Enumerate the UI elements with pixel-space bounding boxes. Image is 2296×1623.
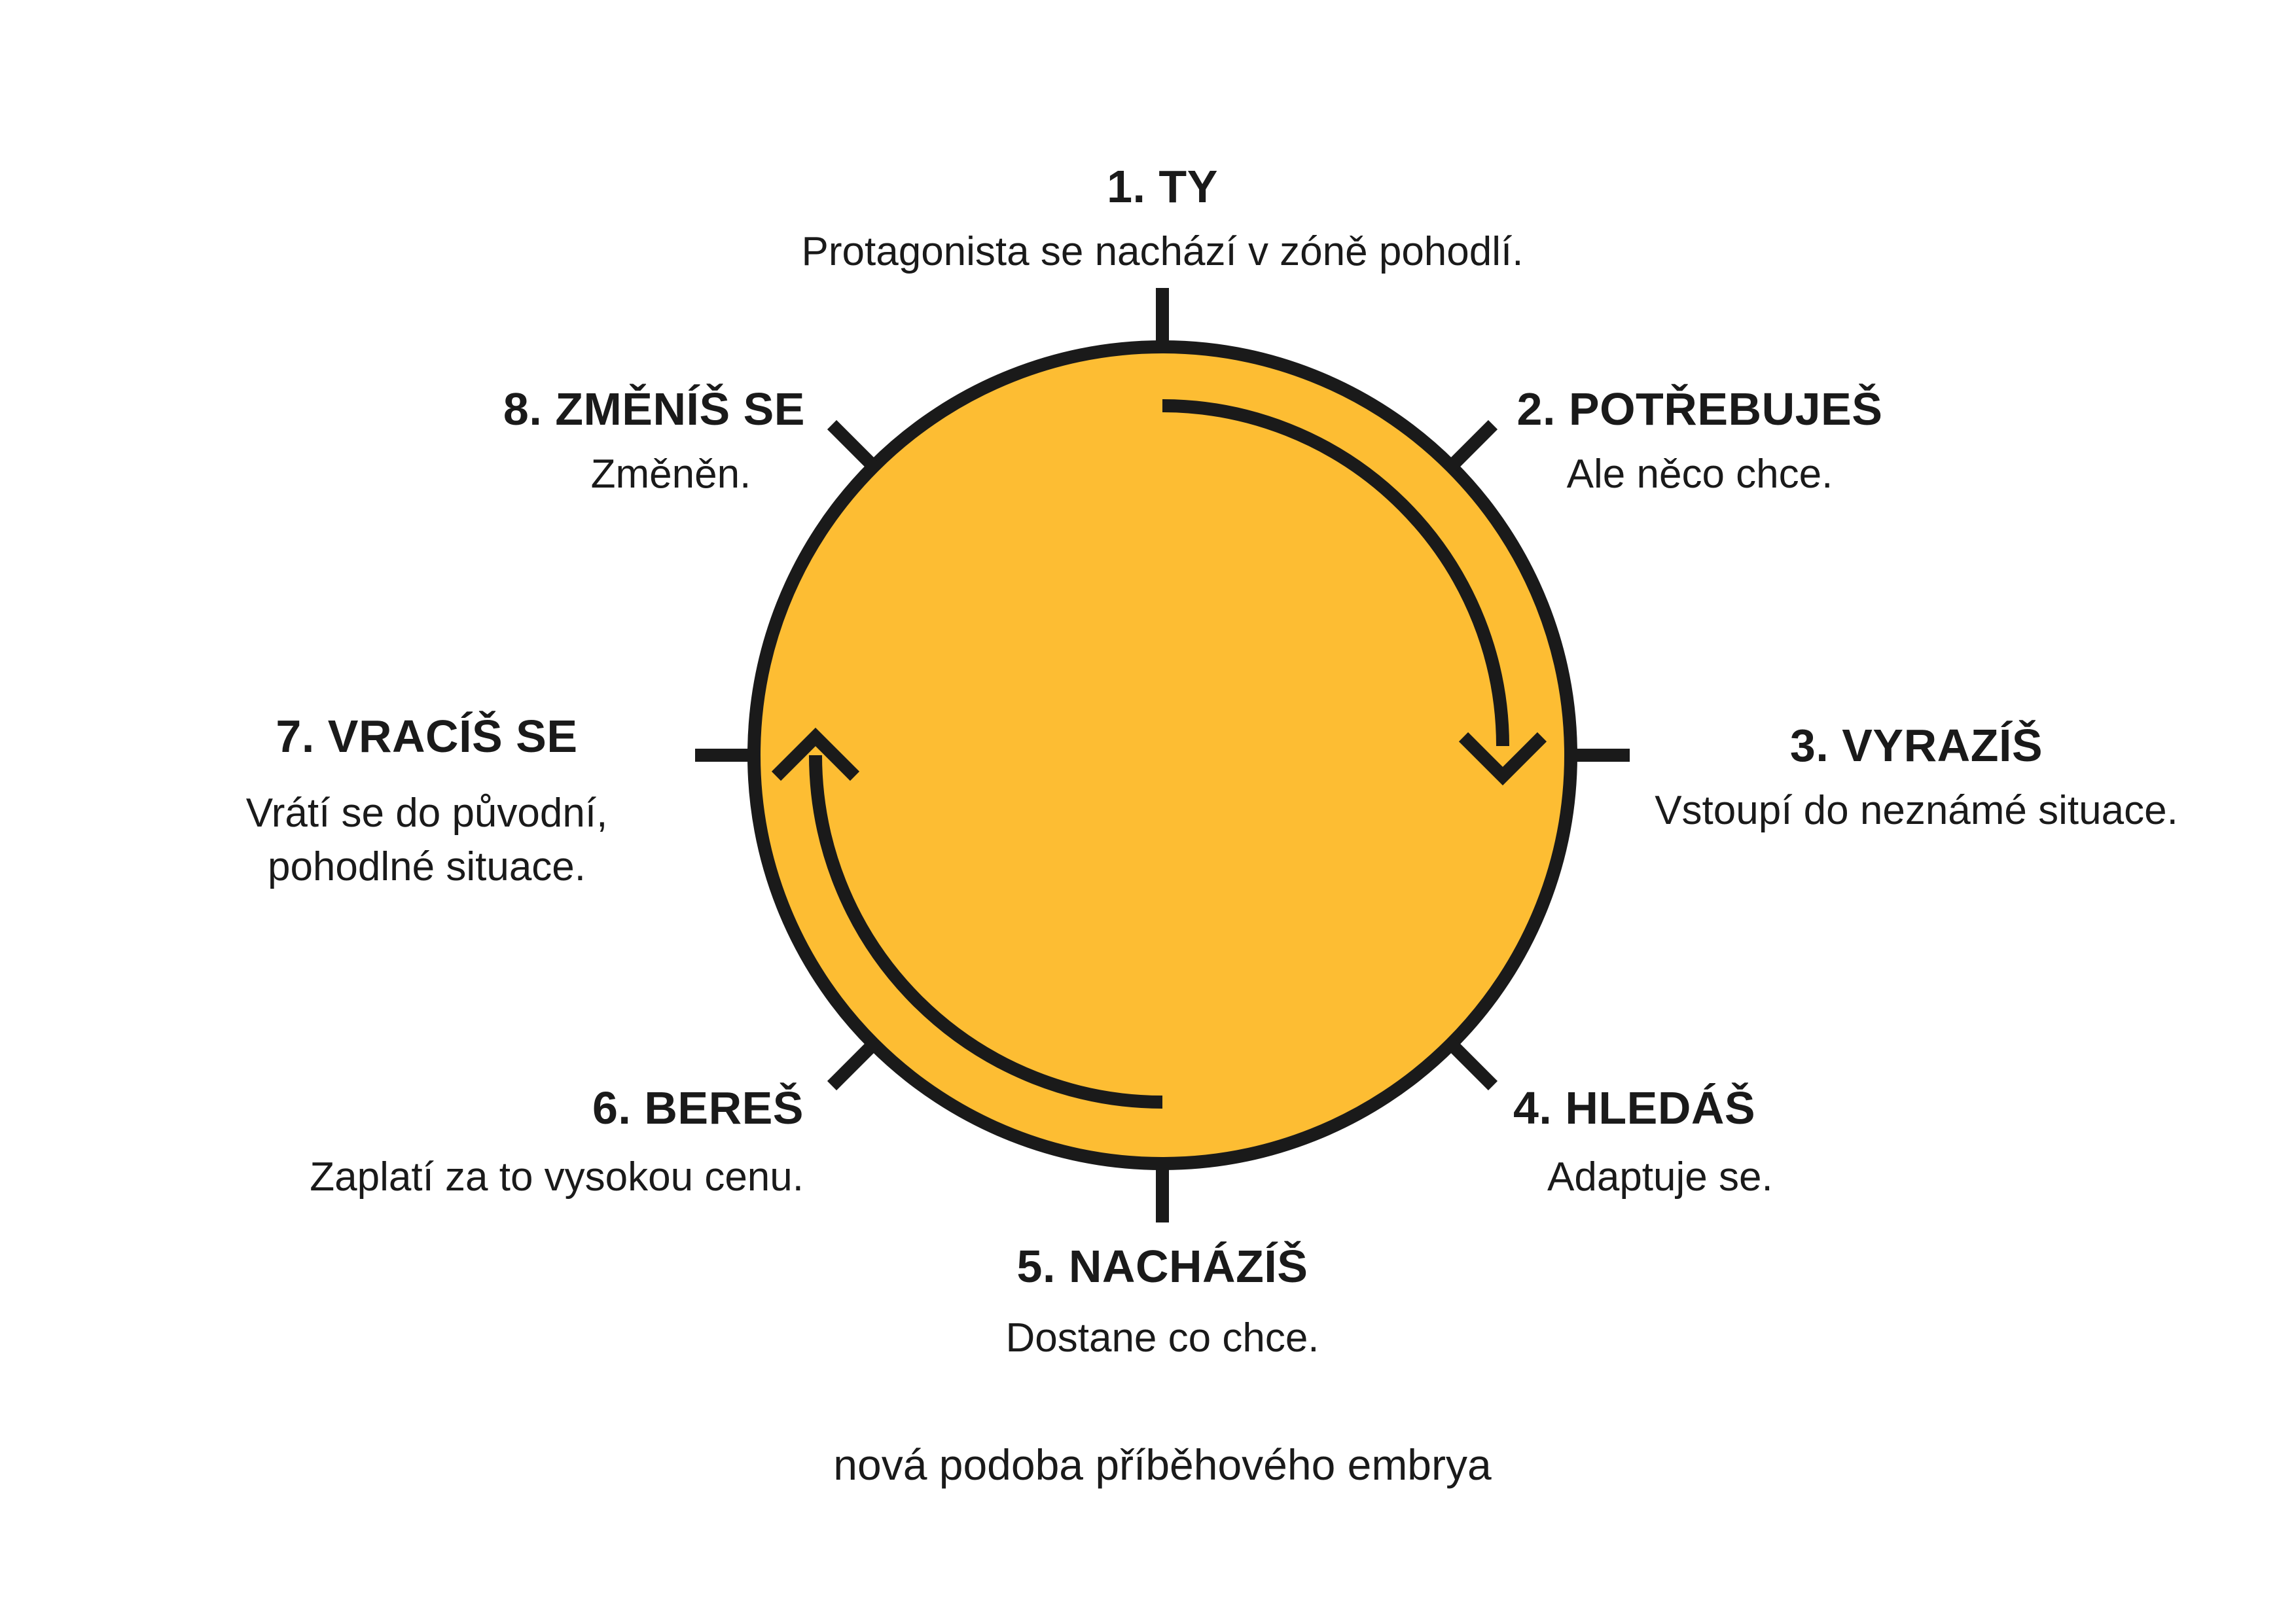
stage-6-title: 6. BEREŠ xyxy=(592,1082,804,1133)
stage-5: 5. NACHÁZÍŠ Dostane co chce. xyxy=(1005,1243,1319,1359)
stage-4-description: Adaptuje se. xyxy=(1547,1154,1773,1200)
tick-marks xyxy=(695,288,1630,1222)
stage-1-title: 1. TY xyxy=(1107,161,1218,212)
stage-6-description: Zaplatí za to vysokou cenu. xyxy=(310,1154,804,1200)
stage-2: 2. POTŘEBUJEŠ Ale něco chce. xyxy=(1517,386,1883,495)
stage-8-title: 8. ZMĚNÍŠ SE xyxy=(503,383,805,435)
stage-8-description: Změněn. xyxy=(590,452,751,497)
stage-4-title: 4. HLEDÁŠ xyxy=(1513,1082,1756,1133)
stage-1-description: Protagonista se nachází v zóně pohodlí. xyxy=(801,229,1524,274)
stage-3-title: 3. VYRAZÍŠ xyxy=(1789,720,2043,771)
stage-5-description: Dostane co chce. xyxy=(1005,1315,1319,1361)
stage-7-description-line-2: pohodlné situace. xyxy=(267,844,586,889)
tick-top-right xyxy=(1446,419,1498,472)
stage-2-title: 2. POTŘEBUJEŠ xyxy=(1516,383,1883,435)
stage-7-title: 7. VRACÍŠ SE xyxy=(276,711,578,762)
arrowhead-up-icon xyxy=(771,727,860,781)
stage-4: 4. HLEDÁŠ Adaptuje se. xyxy=(1513,1085,1773,1198)
arrowhead-down-icon xyxy=(1458,732,1547,786)
tick-bottom-left xyxy=(827,1039,879,1091)
tick-bottom-right xyxy=(1446,1039,1498,1091)
stage-3-description: Vstoupí do neznámé situace. xyxy=(1655,788,2178,833)
diagram-caption: nová podoba příběhového embrya xyxy=(833,1440,1492,1489)
arrow-arc-bottom-left xyxy=(809,755,1163,1109)
stage-2-description: Ale něco chce. xyxy=(1566,452,1833,497)
stage-8: 8. ZMĚNÍŠ SE Změněn. xyxy=(458,386,805,495)
story-circle xyxy=(747,340,1577,1170)
stage-7: 7. VRACÍŠ SE Vrátí se do původní, pohodl… xyxy=(217,713,636,887)
stage-1: 1. TY Protagonista se nachází v zóně poh… xyxy=(802,164,1524,272)
stage-5-title: 5. NACHÁZÍŠ xyxy=(1016,1241,1308,1292)
tick-top-left xyxy=(827,419,879,472)
stage-6: 6. BEREŠ Zaplatí za to vysokou cenu. xyxy=(215,1085,804,1198)
stage-3: 3. VYRAZÍŠ Vstoupí do neznámé situace. xyxy=(1655,722,2178,831)
arrow-arc-top-right xyxy=(1162,399,1509,747)
stage-7-description-line-1: Vrátí se do původní, xyxy=(245,791,608,836)
